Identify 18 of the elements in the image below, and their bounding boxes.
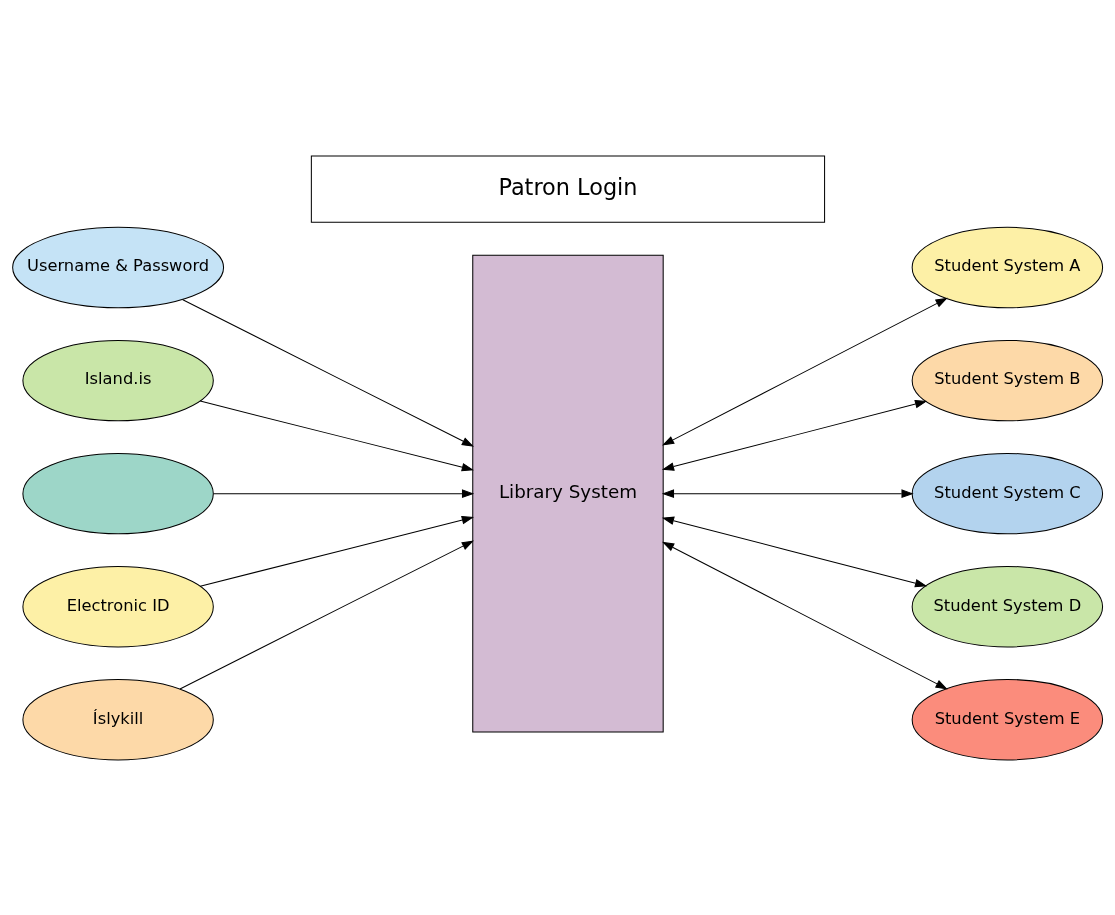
arrow xyxy=(213,488,475,498)
node-ellipse: Íslykill xyxy=(22,678,214,760)
arrow xyxy=(661,516,928,587)
node-ellipse: Island.is xyxy=(22,339,214,421)
arrow xyxy=(661,541,948,689)
arrow xyxy=(199,400,474,471)
arrow xyxy=(182,298,474,447)
arrow xyxy=(199,515,474,587)
node-box: Library System xyxy=(472,254,664,732)
node-box: Patron Login xyxy=(310,155,826,223)
arrow xyxy=(179,540,474,689)
node-ellipse: Electronic ID xyxy=(22,565,214,647)
arrow xyxy=(661,297,948,446)
arrow xyxy=(661,488,914,498)
arrow xyxy=(661,399,928,471)
node-ellipse: Username & Password xyxy=(12,226,225,308)
node-ellipse: Student System C xyxy=(911,452,1104,534)
node-ellipse xyxy=(22,452,214,534)
